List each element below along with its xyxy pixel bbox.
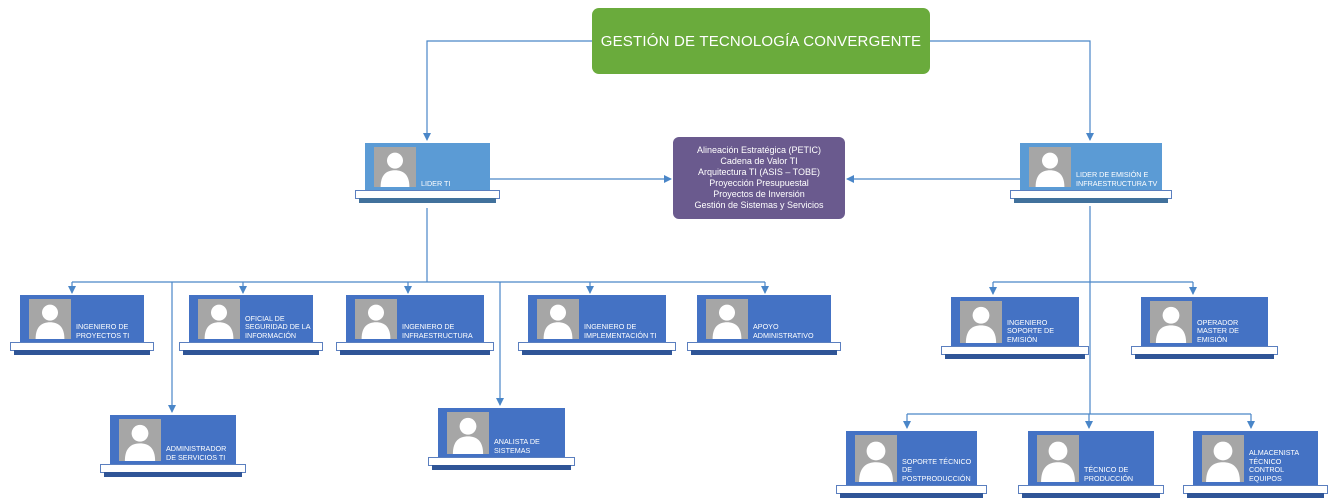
card-title: SOPORTE TÉCNICO DE POSTPRODUCCIÓN [902,456,972,483]
root-label: GESTIÓN DE TECNOLOGÍA CONVERGENTE [600,32,922,50]
line-root-to-emision [930,40,1094,141]
card-title: APOYO ADMINISTRATIVO [753,322,814,340]
responsibility-line: Gestión de Sistemas y Servicios [694,200,824,210]
card-title: LIDER DE EMISIÓN E INFRAESTRUCTURA TV [1076,170,1158,188]
card-operador-master: OPERADOR MASTER DE EMISIÓN [1131,297,1278,359]
line-root-to-ti [423,40,592,141]
card-ingeniero-proyectos: INGENIERO DE PROYECTOS TI [10,295,154,355]
card-ingeniero-soporte-emision: INGENIERO SOPORTE DE EMISIÓN [941,297,1089,359]
person-placeholder-icon [1037,435,1079,482]
person-placeholder-icon [706,299,748,339]
card-lider-emision: LIDER DE EMISIÓN E INFRAESTRUCTURA TV [1010,143,1172,203]
root-node: GESTIÓN DE TECNOLOGÍA CONVERGENTE [592,8,930,74]
responsibility-line: Proyección Presupuestal [709,178,809,188]
person-placeholder-icon [960,301,1002,343]
person-placeholder-icon [537,299,579,339]
card-lider-ti: LIDER TI [355,143,500,203]
card-administrador-servicios: ADMINISTRADOR DE SERVICIOS TI [100,415,246,477]
card-analista-sistemas: ANALISTA DE SISTEMAS [428,408,575,470]
card-title: LIDER TI [421,178,451,188]
responsibility-line: Arquitectura TI (ASIS – TOBE) [697,167,821,177]
card-title: ADMINISTRADOR DE SERVICIOS TI [166,444,227,462]
person-placeholder-icon [374,147,416,187]
card-soporte-postproduccion: SOPORTE TÉCNICO DE POSTPRODUCCIÓN [836,431,987,498]
person-placeholder-icon [355,299,397,339]
card-almacenista: ALMACENISTA TÉCNICO CONTROL EQUIPOS [1183,431,1328,498]
card-title: TÉCNICO DE PRODUCCIÓN [1084,465,1134,483]
responsibility-line: Cadena de Valor TI [720,156,798,166]
responsibility-line: Alineación Estratégica (PETIC) [696,145,822,155]
person-placeholder-icon [855,435,897,482]
card-title: INGENIERO SOPORTE DE EMISIÓN [1007,317,1054,344]
person-placeholder-icon [1150,301,1192,343]
responsibility-line: Proyectos de Inversión [713,189,805,199]
card-title: INGENIERO DE PROYECTOS TI [76,322,130,340]
person-placeholder-icon [1202,435,1244,482]
card-title: OFICIAL DE SEGURIDAD DE LA INFORMACIÓN [245,313,311,340]
card-apoyo-administrativo: APOYO ADMINISTRATIVO [687,295,841,355]
card-title: INGENIERO DE INFRAESTRUCTURA [402,322,473,340]
card-ingeniero-infraestructura: INGENIERO DE INFRAESTRUCTURA [336,295,494,355]
card-title: OPERADOR MASTER DE EMISIÓN [1197,317,1239,344]
person-placeholder-icon [198,299,240,339]
person-placeholder-icon [1029,147,1071,187]
card-title: ANALISTA DE SISTEMAS [494,437,540,455]
card-title: INGENIERO DE IMPLEMENTACIÓN TI [584,322,657,340]
person-placeholder-icon [119,419,161,461]
person-placeholder-icon [29,299,71,339]
responsibilities-box: Alineación Estratégica (PETIC) Cadena de… [673,137,845,219]
card-ingeniero-implementacion: INGENIERO DE IMPLEMENTACIÓN TI [518,295,676,355]
card-title: ALMACENISTA TÉCNICO CONTROL EQUIPOS [1249,448,1299,483]
card-tecnico-produccion: TÉCNICO DE PRODUCCIÓN [1018,431,1164,498]
card-oficial-seguridad: OFICIAL DE SEGURIDAD DE LA INFORMACIÓN [179,295,323,355]
person-placeholder-icon [447,412,489,454]
